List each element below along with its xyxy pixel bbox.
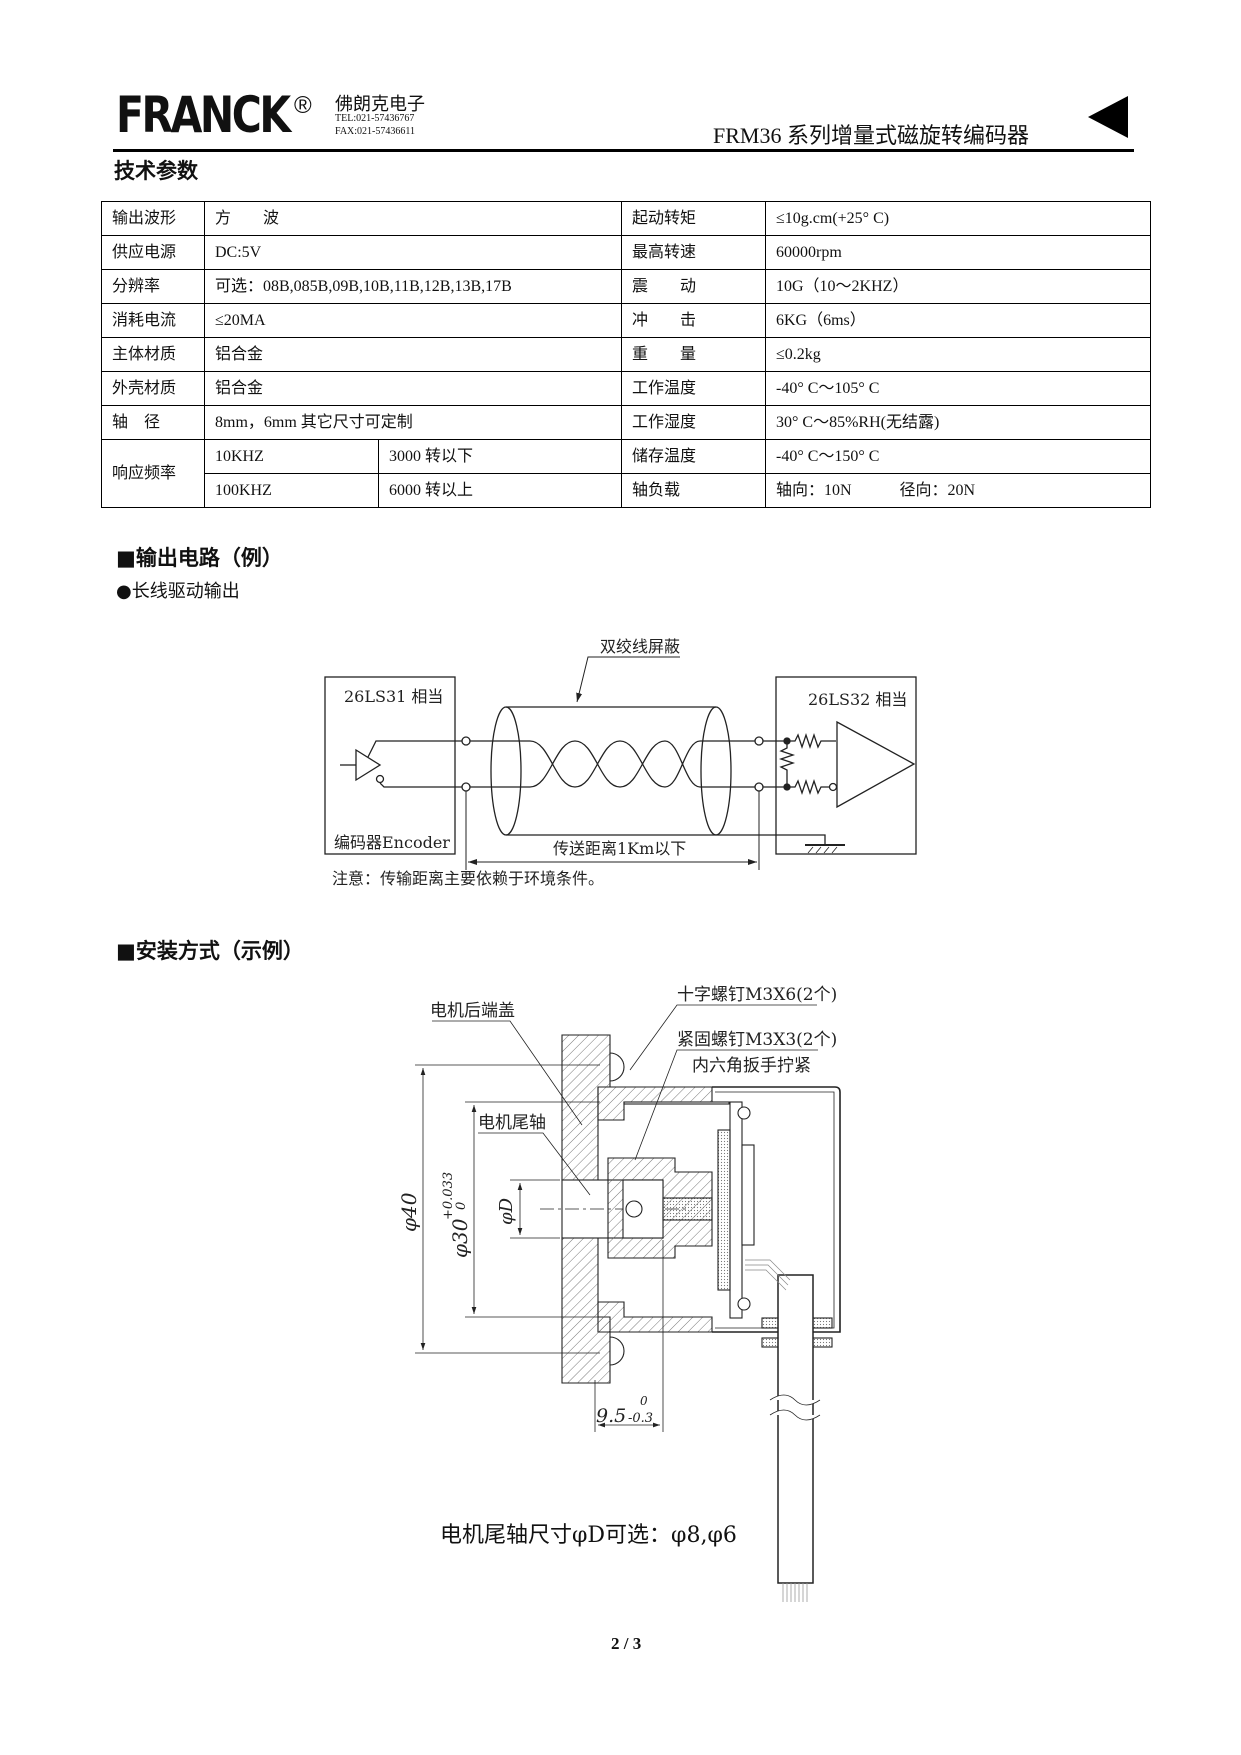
spec-heading: 技术参数 <box>114 158 198 183</box>
spec-row: 外壳材质铝合金工作温度-40° C～105° C <box>101 371 1151 406</box>
driver-label: 26LS31 相当 <box>344 687 443 706</box>
driver-box <box>324 676 456 855</box>
driver-triangle-icon <box>355 748 382 782</box>
dim-length-tol-lower: -0.3 <box>628 1411 653 1426</box>
distance-label: 传送距离1Km以下 <box>553 839 686 858</box>
terminal <box>461 736 471 746</box>
spec-label: 响应频率 <box>101 439 205 508</box>
page-number: 2 / 3 <box>611 1634 642 1653</box>
spec-value: ≤0.2kg <box>765 337 1151 372</box>
label-set-screw: 紧固螺钉M3X3(2个) <box>677 1030 837 1050</box>
spec-value: 10G（10～2KHZ） <box>765 269 1151 304</box>
spec-label: 消耗电流 <box>101 303 205 338</box>
spec-label: 储存温度 <box>621 439 766 474</box>
shield-end <box>700 706 732 836</box>
receiver-box <box>775 676 917 855</box>
dim-length: 9.5 <box>596 1405 626 1427</box>
motor-rear-cover <box>561 1034 611 1181</box>
spec-label: 主体材质 <box>101 337 205 372</box>
receiver-amplifier-icon <box>836 720 916 809</box>
spec-label: 轴负载 <box>621 473 766 508</box>
circuit-diagram <box>324 656 917 870</box>
terminal <box>461 782 471 792</box>
set-screw-icon <box>625 1200 643 1218</box>
response-frequency: 10KHZ <box>204 439 379 474</box>
dim-d30-tol-upper: +0.033 <box>441 1172 456 1220</box>
encoder-cover <box>712 1086 841 1333</box>
label-cross-screw: 十字螺钉M3X6(2个) <box>677 985 837 1005</box>
label-rear-cover: 电机后端盖 <box>430 1001 515 1021</box>
document-title: FRM36 系列增量式磁旋转编码器 <box>713 123 1029 148</box>
company-tel: TEL:021-57436767 <box>335 113 415 124</box>
response-speed: 3000 转以下 <box>378 439 622 474</box>
receiver-label: 26LS32 相当 <box>808 690 907 709</box>
spec-value: 8mm，6mm 其它尺寸可定制 <box>204 405 622 440</box>
dim-d30-tol-lower: 0 <box>454 1202 469 1210</box>
install-heading: ■安装方式（示例） <box>116 938 304 963</box>
cross-screw-icon <box>609 1336 625 1366</box>
spec-value: -40° C～105° C <box>765 371 1151 406</box>
cross-screw-icon <box>609 1052 625 1082</box>
circuit-subheading: ●长线驱动输出 <box>116 581 240 602</box>
company-name-cn: 佛朗克电子 <box>335 94 425 115</box>
dim-d40: φ40 <box>397 1192 421 1232</box>
registered-mark: ® <box>294 92 312 119</box>
cable <box>777 1274 814 1584</box>
shield-end <box>490 706 522 836</box>
franck-logo: FRANCK <box>116 86 291 144</box>
spec-row: 输出波形方 波起动转矩≤10g.cm(+25° C) <box>101 201 1151 236</box>
spec-row: 主体材质铝合金重 量≤0.2kg <box>101 337 1151 372</box>
cable-label: 双绞线屏蔽 <box>600 637 680 656</box>
response-frequency: 100KHZ <box>204 473 379 508</box>
spec-value: 6KG（6ms） <box>765 303 1151 338</box>
header-rule <box>113 149 1134 152</box>
spec-label: 工作湿度 <box>621 405 766 440</box>
company-fax: FAX:021-57436611 <box>335 126 415 137</box>
label-hex-key: 内六角扳手拧紧 <box>692 1056 811 1076</box>
response-speed: 6000 转以上 <box>378 473 622 508</box>
terminal <box>754 736 764 746</box>
circuit-note: 注意：传输距离主要依赖于环境条件。 <box>332 869 604 888</box>
install-drawing <box>415 1004 841 1602</box>
pcb <box>729 1101 743 1319</box>
spec-value: DC:5V <box>204 235 622 270</box>
dim-d30: φ30 <box>448 1218 472 1258</box>
shaft-size-note: 电机尾轴尺寸φD可选：φ8,φ6 <box>440 1523 737 1548</box>
spec-value: 30° C～85%RH(无结露) <box>765 405 1151 440</box>
spec-label: 分辨率 <box>101 269 205 304</box>
spec-label: 最高转速 <box>621 235 766 270</box>
encoder-label: 编码器Encoder <box>334 833 450 852</box>
label-motor-shaft: 电机尾轴 <box>478 1113 546 1133</box>
circuit-heading: ■输出电路（例） <box>116 545 283 570</box>
spec-label: 重 量 <box>621 337 766 372</box>
spec-value: 轴向：10N 径向：20N <box>765 473 1151 508</box>
dim-length-tol-upper: 0 <box>640 1394 648 1408</box>
dim-dD: φD <box>496 1197 517 1225</box>
spec-label: 震 动 <box>621 269 766 304</box>
terminal <box>754 782 764 792</box>
header-triangle-icon <box>1088 96 1128 138</box>
spec-value: -40° C～150° C <box>765 439 1151 474</box>
